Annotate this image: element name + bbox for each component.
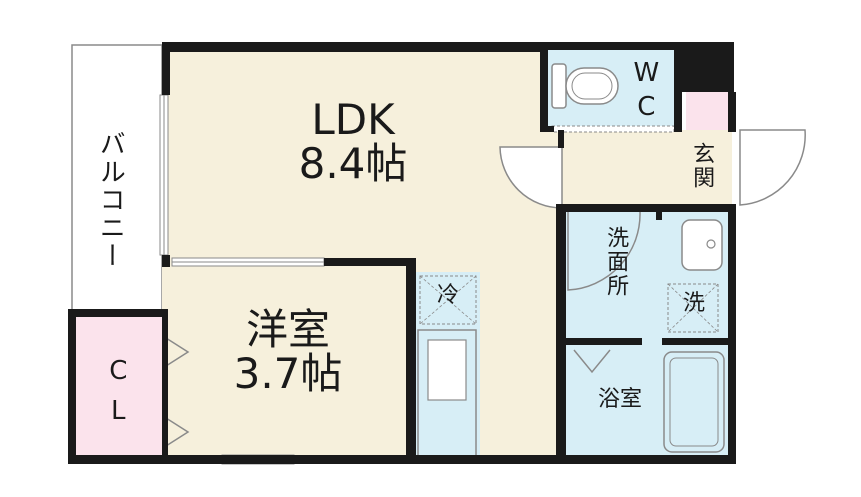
- wash-basin: [681, 219, 723, 271]
- western-room-label: 洋室 3.7帖: [198, 305, 378, 399]
- bathtub-inner: [669, 357, 719, 447]
- wall-wash-top: [556, 204, 736, 212]
- balcony-label: バルコニー: [95, 130, 126, 270]
- kitchen-sink: [427, 339, 467, 401]
- wall-wash-divider: [656, 212, 662, 220]
- bath-label: 浴室: [597, 387, 642, 412]
- closet-door-mark-1: [165, 337, 190, 367]
- wall-wc-bottom-left: [540, 126, 554, 132]
- wall-bath-top-right: [662, 338, 736, 345]
- washer-label: 洗: [682, 291, 705, 316]
- western-room-floor: [162, 262, 414, 460]
- balcony-area: [71, 44, 163, 314]
- wall-ldk-right: [556, 208, 566, 464]
- toilet-seat: [571, 72, 613, 100]
- ldk-size: 8.4帖: [298, 139, 408, 189]
- washroom-label: 洗面所: [603, 226, 629, 298]
- fridge-label: 冷: [436, 283, 459, 308]
- entrance-label: 玄関: [689, 142, 715, 190]
- closet-floor: [72, 313, 162, 460]
- wc-window: [551, 125, 675, 133]
- closet-label: CL: [103, 356, 134, 436]
- wall-wc-right: [674, 42, 682, 132]
- wall-bath-top: [556, 338, 642, 345]
- wash-basin-drain: [706, 239, 716, 249]
- closet-door-mark-2: [165, 417, 190, 447]
- wall-closet-top: [68, 309, 168, 317]
- bathtub: [663, 351, 725, 453]
- wc-label: WC: [631, 58, 662, 126]
- bath-door-mark: [573, 349, 611, 374]
- entrance-floor: [562, 130, 732, 208]
- wall-western-top-right: [324, 258, 414, 266]
- entrance-door-swing: [739, 129, 806, 206]
- wall-top-right-block: [674, 42, 734, 92]
- wall-western-right: [406, 258, 416, 464]
- wall-top-right: [542, 42, 734, 50]
- washer-diag-2: [667, 283, 719, 333]
- fridge-diag-2: [419, 275, 477, 325]
- wall-entrance-right-lower: [728, 205, 736, 464]
- wall-closet-right: [162, 309, 168, 464]
- wall-left-ldk-lower: [162, 255, 170, 267]
- wall-top: [162, 42, 542, 52]
- ldk-label: LDK 8.4帖: [268, 95, 438, 189]
- wall-closet-left: [68, 309, 76, 464]
- western-room-name: 洋室: [245, 305, 330, 354]
- washer-diag-1: [667, 283, 719, 333]
- wall-wc-left: [540, 42, 548, 130]
- wall-entrance-right: [728, 92, 736, 132]
- wall-ldk-right-upper: [558, 130, 564, 148]
- toilet-tank: [551, 63, 567, 109]
- entrance-pink-step: [686, 92, 728, 130]
- ldk-name: LDK: [311, 95, 395, 144]
- washroom-door-swing: [567, 211, 641, 291]
- wall-left-ldk-upper: [162, 42, 170, 95]
- western-room-size: 3.7帖: [233, 349, 343, 399]
- toilet-bowl: [565, 67, 619, 105]
- wall-bottom: [68, 455, 732, 464]
